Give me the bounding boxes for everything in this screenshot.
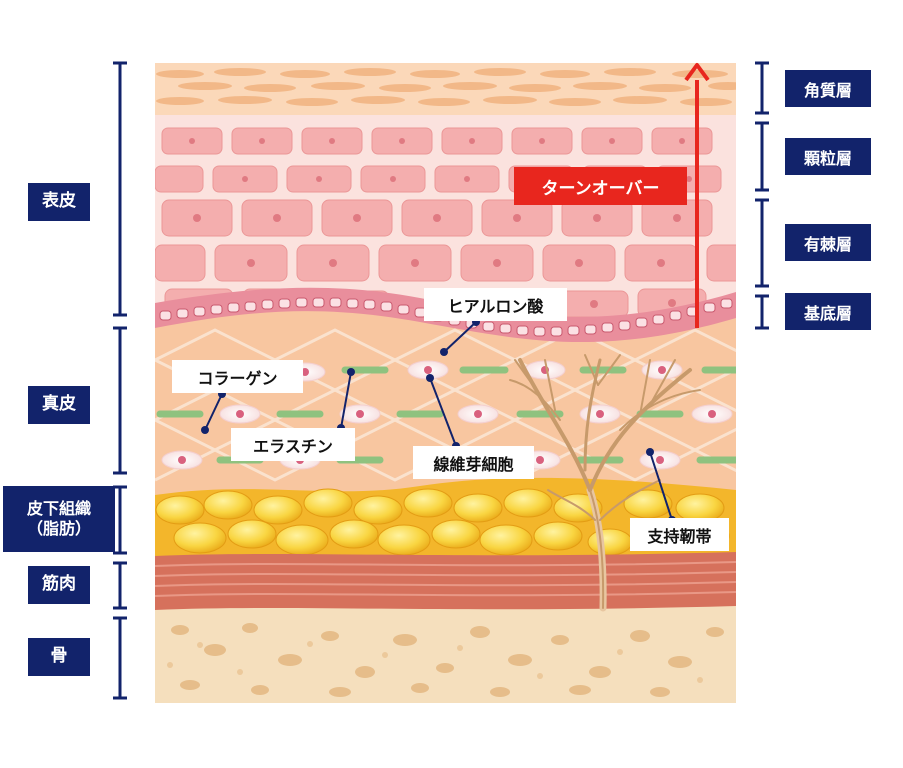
label-bone: 骨 [28,638,90,676]
label-epidermis: 表皮 [28,183,90,221]
leader-lines [204,321,673,521]
label-subcutaneous: 皮下組織 （脂肪） [3,486,115,552]
label-subcutaneous-line2: （脂肪） [26,519,91,538]
callout-hyaluronic-acid: ヒアルロン酸 [424,288,567,321]
label-stratum-granulosum: 顆粒層 [785,138,871,175]
label-dermis: 真皮 [28,386,90,424]
turnover-arrow [684,63,710,328]
label-stratum-spinosum: 有棘層 [785,224,871,261]
retinaculum-tree [509,354,701,612]
subcutaneous-fat [155,477,736,560]
callout-fibroblast: 線維芽細胞 [413,446,534,479]
callout-elastin: エラスチン [231,428,355,461]
callout-retinaculum: 支持靭帯 [630,518,729,551]
callout-turnover: ターンオーバー [514,167,687,205]
muscle-tissue [155,552,736,610]
callout-collagen: コラーゲン [172,360,303,393]
right-brackets [755,61,769,330]
left-brackets [113,61,127,700]
label-stratum-basale: 基底層 [785,293,871,330]
bone-tissue [155,606,736,703]
label-subcutaneous-line1: 皮下組織 [26,499,91,518]
label-muscle: 筋肉 [28,566,90,604]
label-stratum-corneum: 角質層 [785,70,871,107]
stratum-corneum [155,63,736,115]
